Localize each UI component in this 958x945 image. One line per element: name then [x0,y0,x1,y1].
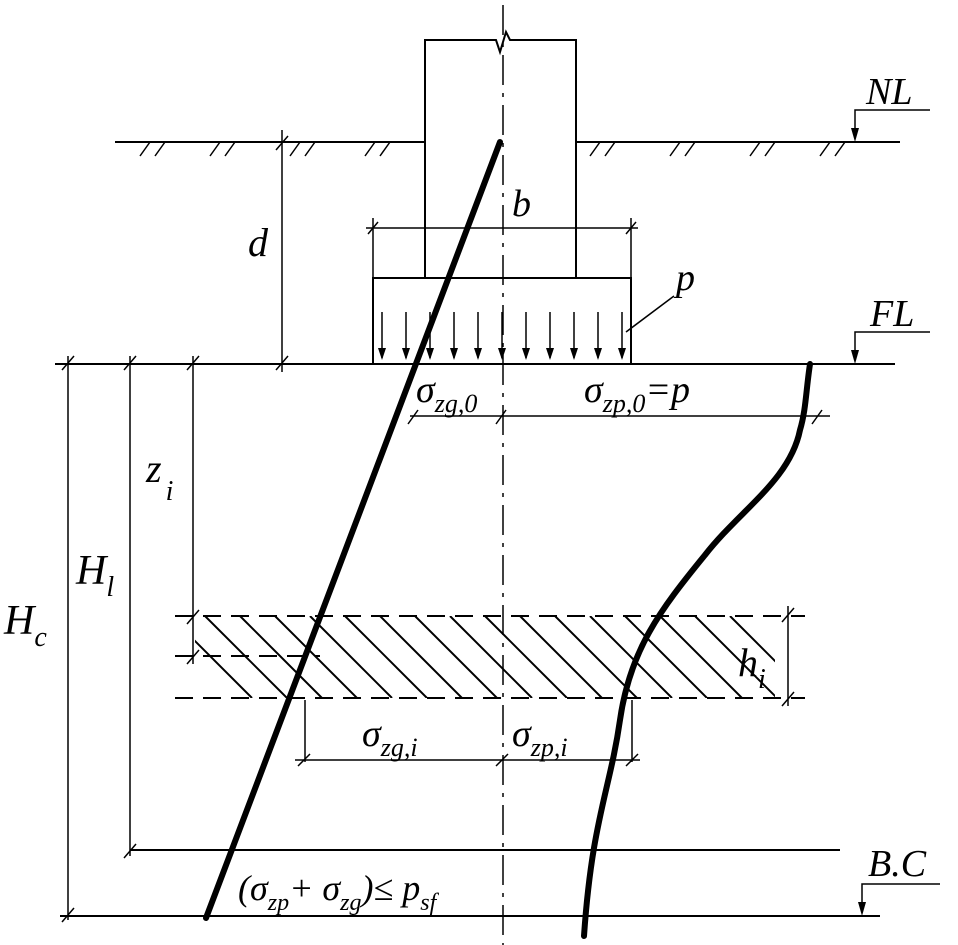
hi-dimension [781,606,795,707]
ground-hatching [139,141,846,157]
fl-marker [851,331,930,364]
label-sigma-zp0: σzp,0=p [584,369,690,418]
p-leader-line [625,295,675,333]
label-bc: B.C [868,843,927,885]
label-zi: zi [145,446,173,507]
label-p: p [673,257,695,299]
depth-dimensions [61,355,200,923]
soil-layer-i [175,615,805,699]
sigma-i-dimension [295,700,640,767]
label-fl: FL [869,293,914,335]
label-criterion: (σzp+ σzg)≤ psf [238,868,440,916]
bc-marker [858,883,940,916]
label-b: b [512,183,531,225]
b-dimension [366,218,638,278]
label-d: d [248,220,269,265]
d-dimension [275,130,289,372]
label-hi: hi [738,640,766,695]
ground-surface [115,141,900,157]
label-sigma-zg0: σzg,0 [416,369,477,418]
base-pressure-arrows [378,312,626,360]
label-hc: Hc [3,598,47,653]
column [424,29,577,278]
label-nl: NL [865,71,912,113]
nl-marker [851,109,930,142]
label-hl: Hl [75,548,114,603]
label-sigma-zgi: σzg,i [362,713,418,762]
self-weight-stress-curve [203,139,503,921]
sigma-zp0-dimension [407,409,830,425]
additional-stress-curve [581,361,813,939]
label-sigma-zpi: σzp,i [512,713,568,762]
